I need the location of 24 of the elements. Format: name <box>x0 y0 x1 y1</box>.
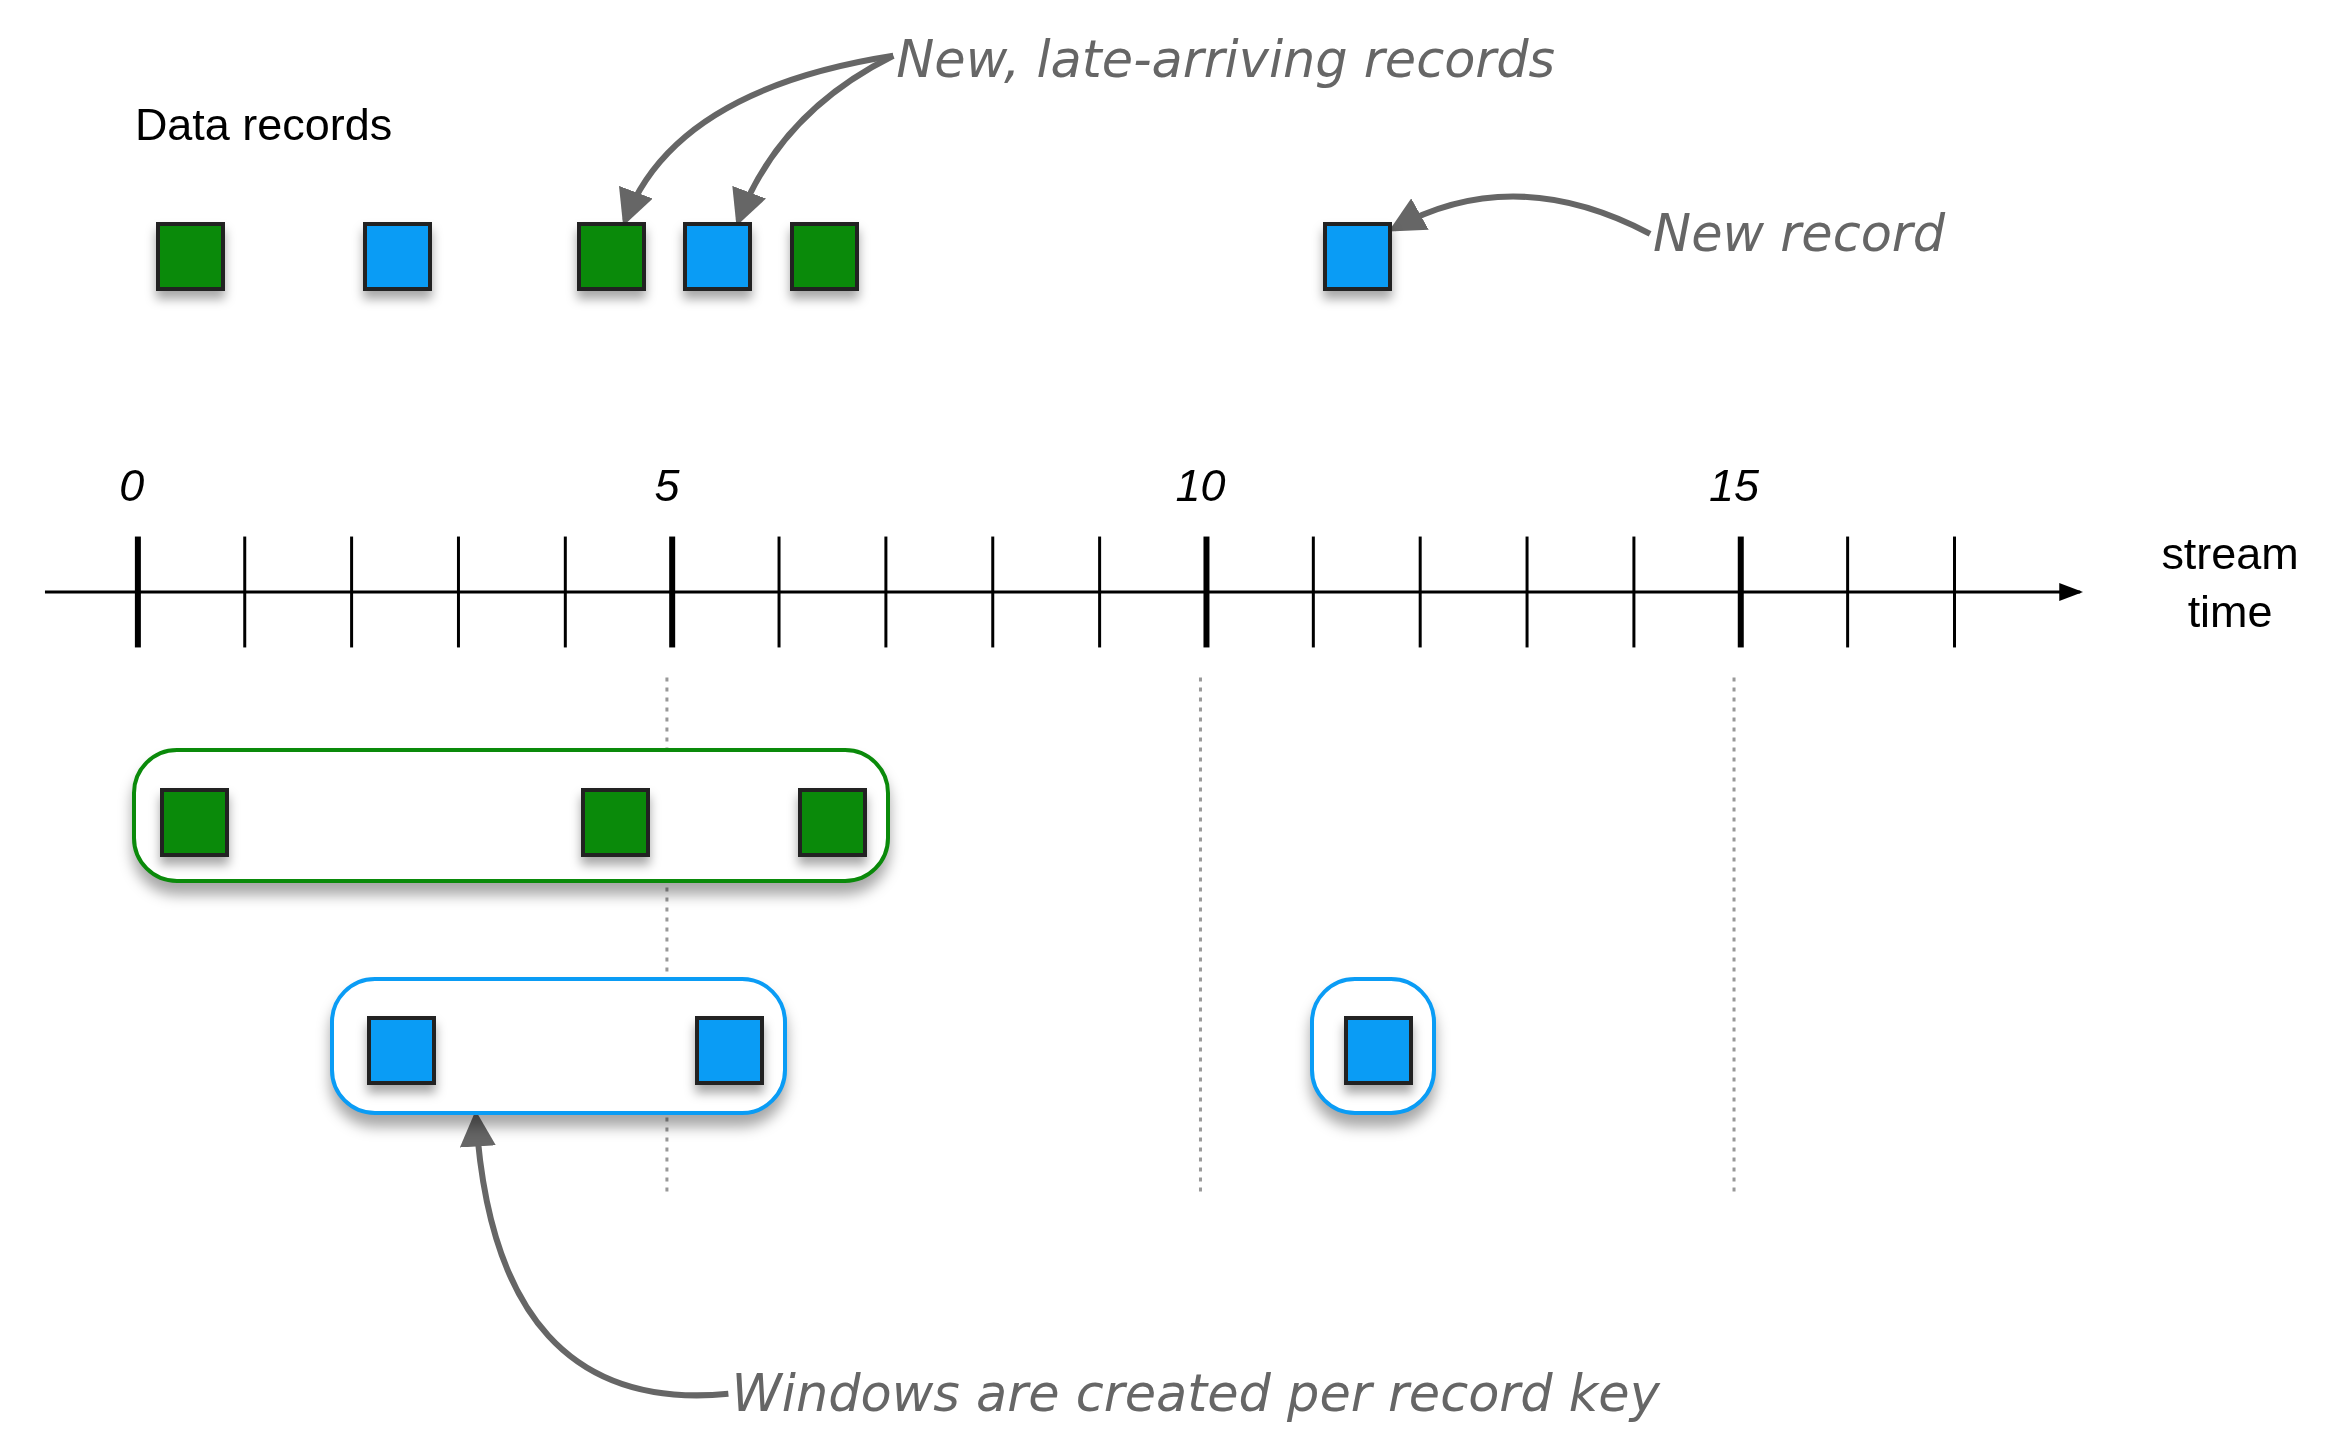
annotation-text: Windows are created per record key <box>731 1351 1660 1436</box>
record-square <box>1343 1015 1413 1085</box>
record-square <box>577 221 646 291</box>
tick-label: 0 <box>118 459 146 514</box>
record-square <box>155 221 225 291</box>
annotation-text: New record <box>1653 191 1946 276</box>
record-square <box>789 221 859 291</box>
tick-label: 10 <box>1174 459 1227 514</box>
axis-label: stream time <box>2160 526 2300 639</box>
record-square <box>1323 221 1393 291</box>
record-square <box>159 787 229 857</box>
window-box <box>329 977 787 1116</box>
annotation-text: New, late-arriving records <box>896 18 1556 102</box>
record-square <box>683 221 753 291</box>
record-square <box>581 787 650 857</box>
tick-label: 15 <box>1708 459 1760 514</box>
window-box <box>1309 977 1436 1116</box>
window-box <box>131 747 891 883</box>
heading-text: Data records <box>134 97 393 152</box>
record-square <box>798 787 868 857</box>
record-square <box>366 1015 436 1085</box>
record-square <box>694 1015 764 1085</box>
record-square <box>362 221 432 291</box>
tick-label: 5 <box>653 459 681 514</box>
